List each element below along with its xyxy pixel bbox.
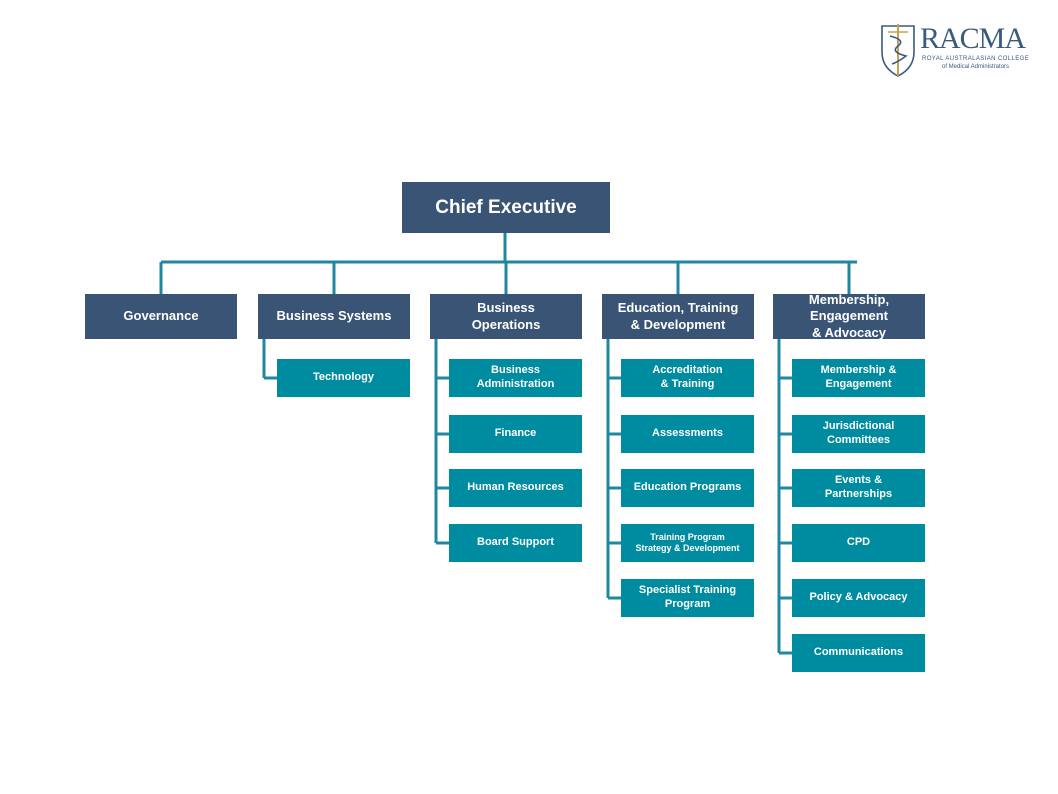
logo-subtitle-line2: of Medical Administrators bbox=[942, 64, 1010, 70]
unit-business-operations-3: Board Support bbox=[449, 524, 582, 562]
unit-education-training-1: Assessments bbox=[621, 415, 754, 453]
chief-executive-box: Chief Executive bbox=[402, 182, 610, 233]
unit-business-systems-0: Technology bbox=[277, 359, 410, 397]
unit-business-operations-2: Human Resources bbox=[449, 469, 582, 507]
unit-business-operations-1: Finance bbox=[449, 415, 582, 453]
racma-logo: RACMA ROYAL AUSTRALASIAN COLLEGE of Medi… bbox=[878, 22, 1038, 78]
dept-education-training: Education, Training & Development bbox=[602, 294, 754, 339]
dept-membership-engagement: Membership, Engagement & Advocacy bbox=[773, 292, 925, 340]
unit-education-training-2: Education Programs bbox=[621, 469, 754, 507]
unit-membership-engagement-4: Policy & Advocacy bbox=[792, 579, 925, 617]
unit-education-training-0: Accreditation & Training bbox=[621, 359, 754, 397]
caduceus-shield-icon bbox=[881, 24, 915, 77]
unit-membership-engagement-0: Membership & Engagement bbox=[792, 359, 925, 397]
unit-membership-engagement-5: Communications bbox=[792, 634, 925, 672]
unit-membership-engagement-2: Events & Partnerships bbox=[792, 469, 925, 507]
unit-membership-engagement-3: CPD bbox=[792, 524, 925, 562]
unit-education-training-4: Specialist Training Program bbox=[621, 579, 754, 617]
dept-business-systems: Business Systems bbox=[258, 294, 410, 339]
logo-subtitle-line1: ROYAL AUSTRALASIAN COLLEGE bbox=[922, 56, 1030, 62]
dept-governance: Governance bbox=[85, 294, 237, 339]
dept-business-operations: Business Operations bbox=[430, 294, 582, 339]
unit-business-operations-0: Business Administration bbox=[449, 359, 582, 397]
unit-membership-engagement-1: Jurisdictional Committees bbox=[792, 415, 925, 453]
logo-wordmark: RACMA bbox=[920, 22, 1026, 55]
unit-education-training-3: Training Program Strategy & Development bbox=[621, 524, 754, 562]
